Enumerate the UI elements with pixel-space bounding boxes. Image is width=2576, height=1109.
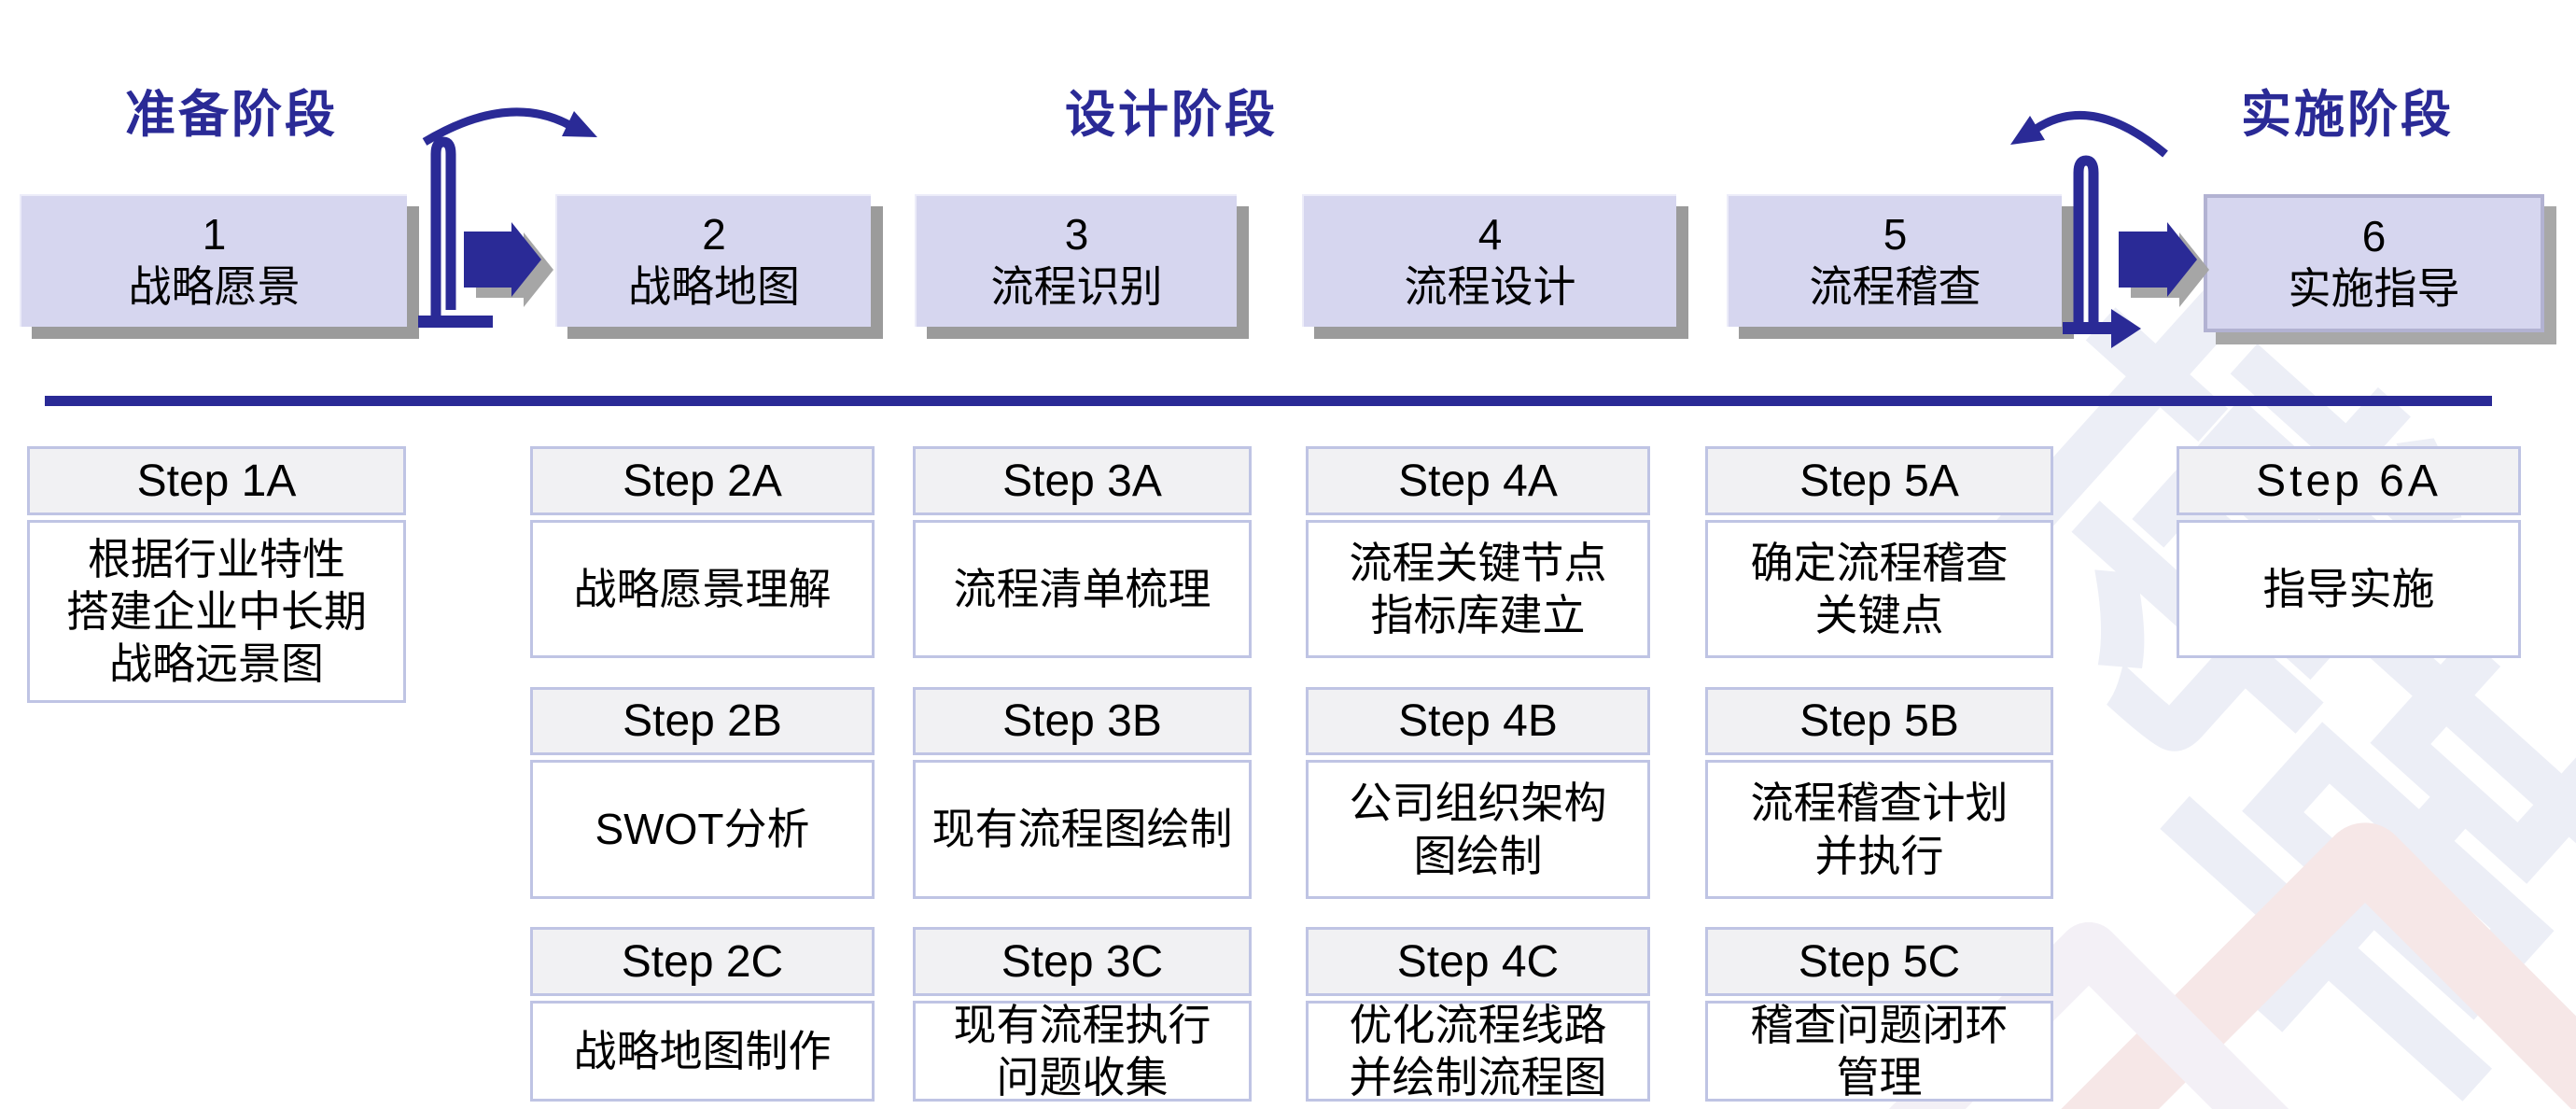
curved-arrowhead-icon <box>562 111 597 137</box>
hairpin-foot-icon <box>2063 322 2111 334</box>
stage-title: 流程稽查 <box>1809 261 1981 311</box>
stage-box-3: 3 流程识别 <box>915 194 1237 327</box>
stage-title: 流程识别 <box>990 261 1163 311</box>
step-3a-body: 流程清单梳理 <box>913 520 1252 658</box>
stage-title: 流程设计 <box>1404 261 1576 311</box>
step-6a-header: Step 6A <box>2177 446 2521 515</box>
step-1a-body: 根据行业特性 搭建企业中长期 战略远景图 <box>27 520 406 703</box>
foot-arrowhead-icon <box>2111 309 2141 348</box>
stage-number: 3 <box>1064 209 1089 259</box>
curved-arrow-back-icon <box>2032 110 2168 158</box>
stage-box-4: 4 流程设计 <box>1302 194 1676 327</box>
stage-title: 战略地图 <box>628 261 800 311</box>
step-4b-body: 公司组织架构 图绘制 <box>1306 760 1650 899</box>
phase-title-implementation: 实施阶段 <box>2241 87 2454 143</box>
connector-group-2 <box>2010 110 2209 348</box>
curved-arrow-icon <box>422 107 574 146</box>
step-2b-header: Step 2B <box>530 687 875 755</box>
step-5b-header: Step 5B <box>1705 687 2053 755</box>
stage-number: 6 <box>2361 211 2387 260</box>
step-2a-header: Step 2A <box>530 446 875 515</box>
block-arrow-right-icon <box>2119 222 2197 297</box>
stage-number: 4 <box>1477 209 1503 259</box>
step-2a-body: 战略愿景理解 <box>530 520 875 658</box>
stage-box-5: 5 流程稽查 <box>1727 194 2062 327</box>
step-3c-body: 现有流程执行 问题收集 <box>913 1001 1252 1102</box>
step-3a-header: Step 3A <box>913 446 1252 515</box>
phase-title-preparation: 准备阶段 <box>125 87 338 143</box>
step-4a-header: Step 4A <box>1306 446 1650 515</box>
step-4c-body: 优化流程线路 并绘制流程图 <box>1306 1001 1650 1102</box>
step-1a-header: Step 1A <box>27 446 406 515</box>
curved-arrowhead-icon <box>2010 116 2045 145</box>
step-5b-body: 流程稽查计划 并执行 <box>1705 760 2053 899</box>
hairpin-foot-icon <box>418 316 493 328</box>
stage-number: 5 <box>1883 209 1908 259</box>
step-5c-body: 稽查问题闭环 管理 <box>1705 1001 2053 1102</box>
stage-number: 1 <box>202 209 227 259</box>
step-2c-body: 战略地图制作 <box>530 1001 875 1102</box>
stage-box-2: 2 战略地图 <box>555 194 871 327</box>
step-3b-header: Step 3B <box>913 687 1252 755</box>
stage-number: 2 <box>702 209 726 259</box>
stage-title: 实施指导 <box>2288 263 2460 313</box>
step-5a-body: 确定流程稽查 关键点 <box>1705 520 2053 658</box>
step-5a-header: Step 5A <box>1705 446 2053 515</box>
stage-box-6: 6 实施指导 <box>2204 194 2544 332</box>
step-4c-header: Step 4C <box>1306 927 1650 996</box>
phase-divider-line <box>45 396 2492 406</box>
stage-title: 战略愿景 <box>128 261 301 311</box>
step-2b-body: SWOT分析 <box>530 760 875 899</box>
step-6a-body: 指导实施 <box>2177 520 2521 658</box>
step-4b-header: Step 4B <box>1306 687 1650 755</box>
step-3b-body: 现有流程图绘制 <box>913 760 1252 899</box>
step-4a-body: 流程关键节点 指标库建立 <box>1306 520 1650 658</box>
stage-box-1: 1 战略愿景 <box>20 194 407 327</box>
hairpin-divider-icon <box>2073 155 2099 327</box>
block-arrow-right-icon <box>464 222 541 297</box>
hairpin-divider-icon <box>430 136 456 322</box>
step-3c-header: Step 3C <box>913 927 1252 996</box>
step-5c-header: Step 5C <box>1705 927 2053 996</box>
phase-title-design: 设计阶段 <box>1065 87 1278 143</box>
connector-group-1 <box>418 107 597 328</box>
step-2c-header: Step 2C <box>530 927 875 996</box>
watermark-chevron <box>1990 805 2576 1109</box>
